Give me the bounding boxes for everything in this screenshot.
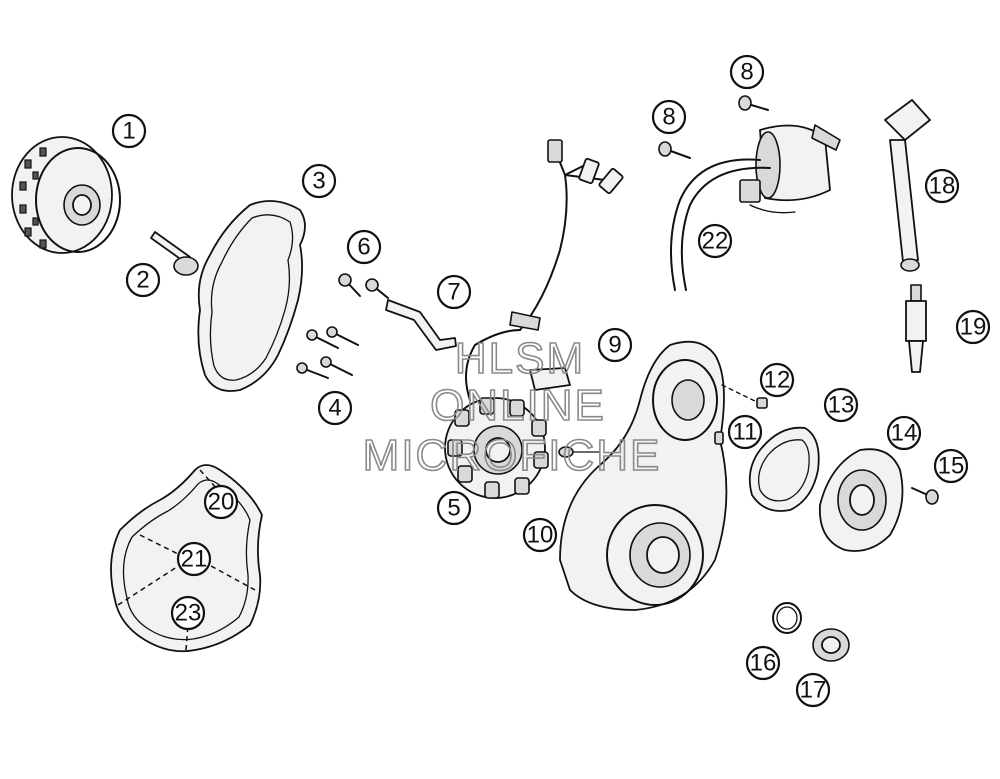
callout-number: 1 — [122, 118, 135, 145]
screw-plug — [812, 628, 850, 662]
callout-15: 15 — [933, 448, 969, 484]
callout-number: 5 — [447, 495, 460, 522]
callout-number: 9 — [608, 332, 621, 359]
callout-number: 19 — [960, 314, 987, 341]
callout-6: 6 — [346, 229, 382, 265]
callout-number: 23 — [175, 600, 202, 627]
bracket-screws — [338, 273, 389, 299]
watermark-line-3: MICROFICHE — [363, 431, 662, 480]
callout-7: 7 — [436, 274, 472, 310]
callout-number: 10 — [527, 522, 554, 549]
wire-grommet — [558, 446, 601, 458]
callout-9: 9 — [597, 327, 633, 363]
stator — [444, 139, 624, 499]
spark-plug — [905, 284, 927, 373]
callout-number: 8 — [662, 104, 675, 131]
cover-gasket-small — [748, 426, 820, 512]
callout-4: 4 — [317, 390, 353, 426]
callout-3: 3 — [301, 163, 337, 199]
callout-number: 3 — [312, 168, 325, 195]
callout-number: 21 — [181, 546, 208, 573]
callout-number: 8 — [740, 59, 753, 86]
callout-number: 16 — [750, 650, 777, 677]
ignition-cover — [559, 340, 728, 611]
callout-number: 6 — [357, 234, 370, 261]
callout-1: 1 — [111, 113, 147, 149]
callout-13: 13 — [823, 387, 859, 423]
watermark-line-1: HLSM — [455, 334, 585, 383]
callout-number: 4 — [328, 395, 341, 422]
cable-bracket — [385, 299, 457, 351]
callout-8a: 8 — [651, 99, 687, 135]
callout-21: 21 — [176, 541, 212, 577]
cover-screw — [911, 487, 939, 505]
rotor-bolt — [150, 231, 199, 276]
coil-bolts — [658, 95, 769, 159]
callout-number: 11 — [733, 419, 758, 446]
callout-8b: 8 — [729, 54, 765, 90]
callout-17: 17 — [795, 672, 831, 708]
callout-14: 14 — [886, 415, 922, 451]
callout-16: 16 — [745, 645, 781, 681]
watermark-line-2: ONLINE — [430, 381, 606, 430]
cover-screws — [296, 326, 359, 379]
inspection-cover — [819, 448, 904, 552]
callout-11: 11 — [727, 414, 763, 450]
callout-12: 12 — [759, 362, 795, 398]
callout-10: 10 — [522, 517, 558, 553]
callout-20: 20 — [203, 484, 239, 520]
callout-number: 7 — [447, 279, 460, 306]
callout-number: 14 — [891, 420, 918, 447]
callout-22: 22 — [697, 223, 733, 259]
dowel-pins — [714, 384, 768, 445]
callout-number: 13 — [828, 392, 855, 419]
callout-23: 23 — [170, 595, 206, 631]
o-ring — [772, 602, 802, 634]
cover-gasket — [197, 200, 306, 392]
flywheel-rotor — [11, 136, 121, 254]
callout-number: 18 — [929, 173, 956, 200]
callout-number: 15 — [938, 453, 965, 480]
callout-number: 12 — [764, 367, 791, 394]
callout-number: 20 — [208, 489, 235, 516]
callout-18: 18 — [924, 168, 960, 204]
ignition-coil — [670, 124, 841, 291]
callout-19: 19 — [955, 309, 991, 345]
callout-number: 22 — [702, 228, 729, 255]
callout-5: 5 — [436, 490, 472, 526]
watermark: HLSM ONLINE MICROFICHE — [362, 333, 662, 481]
callout-2: 2 — [125, 262, 161, 298]
callout-number: 2 — [136, 267, 149, 294]
spark-plug-connector — [884, 99, 931, 272]
callout-number: 17 — [800, 677, 827, 704]
